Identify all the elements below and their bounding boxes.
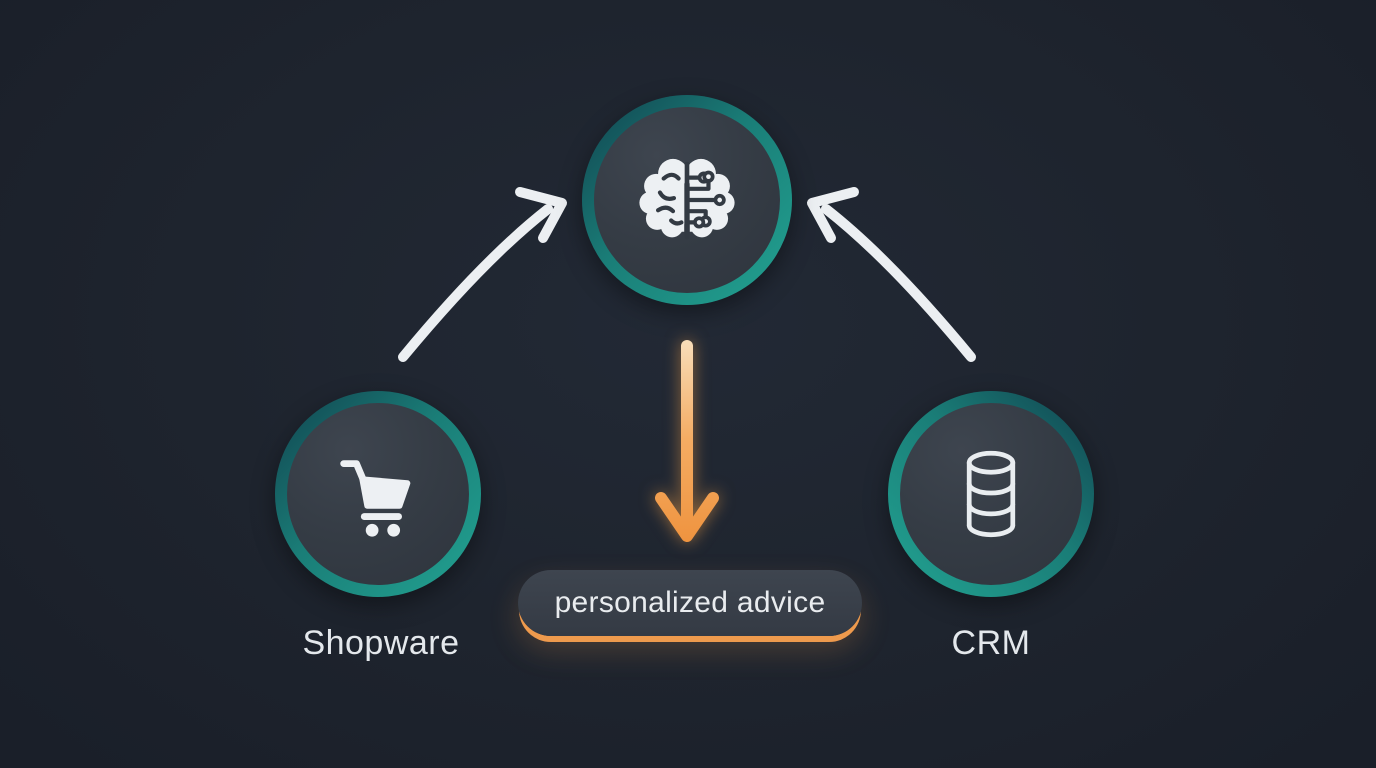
database-icon bbox=[966, 450, 1016, 538]
edge-shopware-to-ai-curve bbox=[398, 204, 553, 362]
edge-ai-to-output-arrowhead bbox=[655, 492, 719, 542]
node-crm-label: CRM bbox=[951, 624, 1031, 662]
edge-crm-to-ai-arrowhead bbox=[807, 187, 859, 243]
shopping-cart-icon bbox=[340, 460, 411, 537]
node-shopware-label: Shopware bbox=[302, 624, 460, 662]
output-badge-label: personalized advice bbox=[554, 586, 826, 619]
output-badge: personalized advice bbox=[518, 570, 862, 636]
edge-shopware-to-ai-arrowhead bbox=[515, 187, 567, 243]
node-crm-inner bbox=[900, 403, 1082, 585]
node-ai-inner bbox=[594, 107, 780, 293]
edge-ai-to-output-arrow bbox=[655, 340, 719, 542]
edge-shopware-to-ai-arrow bbox=[398, 187, 567, 362]
node-crm bbox=[888, 391, 1094, 597]
node-shopware-inner bbox=[287, 403, 469, 585]
node-shopware bbox=[275, 391, 481, 597]
edge-crm-to-ai-arrow bbox=[807, 187, 976, 362]
edge-crm-to-ai-curve bbox=[821, 204, 976, 362]
brain-circuit-icon bbox=[639, 158, 735, 240]
node-ai bbox=[582, 95, 792, 305]
